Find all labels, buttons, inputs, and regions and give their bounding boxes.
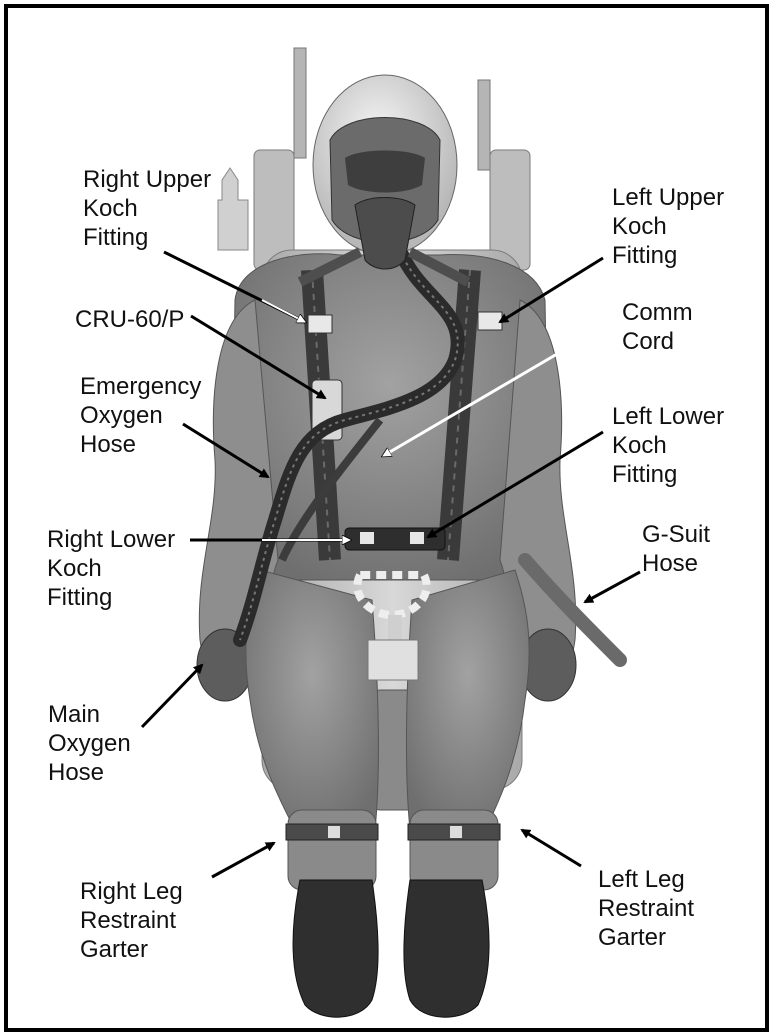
label-g-suit-hose: G-Suit Hose bbox=[642, 520, 710, 578]
arrow-g-suit-hose bbox=[585, 572, 640, 602]
label-right-lower-koch-fitting: Right Lower Koch Fitting bbox=[47, 525, 175, 612]
label-left-leg-restraint-garter: Left Leg Restraint Garter bbox=[598, 865, 694, 952]
label-left-upper-koch-fitting: Left Upper Koch Fitting bbox=[612, 183, 724, 270]
label-left-lower-koch-fitting: Left Lower Koch Fitting bbox=[612, 402, 724, 489]
label-right-upper-koch-fitting: Right Upper Koch Fitting bbox=[83, 165, 211, 252]
label-main-oxygen-hose: Main Oxygen Hose bbox=[48, 700, 131, 787]
label-emergency-oxygen-hose: Emergency Oxygen Hose bbox=[80, 372, 201, 459]
label-cru-60p: CRU-60/P bbox=[75, 305, 184, 334]
arrow-right-leg-garter bbox=[212, 843, 274, 877]
arrow-main-oxygen bbox=[142, 665, 202, 727]
arrow-left-leg-garter bbox=[522, 830, 581, 866]
label-comm-cord: Comm Cord bbox=[622, 298, 693, 356]
label-right-leg-restraint-garter: Right Leg Restraint Garter bbox=[80, 877, 183, 964]
